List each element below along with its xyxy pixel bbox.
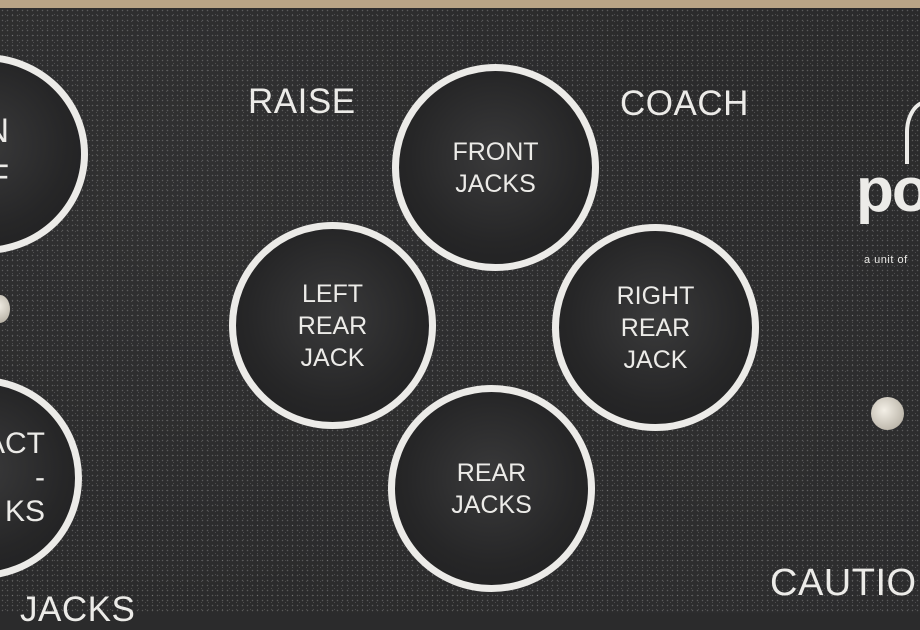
raise-label: RAISE: [248, 82, 356, 121]
front-jacks-button[interactable]: FRONT JACKS: [392, 64, 599, 271]
button-label: REAR: [620, 313, 691, 342]
jacks-label: JACKS: [20, 590, 136, 629]
brand-tagline: a unit of: [864, 254, 908, 266]
button-label: JACK: [623, 345, 688, 374]
button-label: KS: [4, 495, 45, 528]
button-label: RIGHT: [616, 281, 695, 310]
rear-jacks-button[interactable]: REAR JACKS: [388, 385, 595, 592]
brand-logo: po: [856, 156, 920, 225]
button-label: FRONT: [452, 137, 539, 166]
button-label: REAR: [456, 458, 527, 487]
indicator-led-right: [871, 397, 904, 430]
wall-background: [0, 0, 920, 9]
right-rear-jack-button[interactable]: RIGHT REAR JACK: [552, 224, 759, 431]
button-label: N: [0, 108, 9, 154]
button-label: JACKS: [455, 169, 536, 198]
button-label: F: [0, 154, 9, 200]
button-label: JACKS: [451, 490, 532, 519]
button-label: LEFT: [301, 279, 364, 308]
button-label: REAR: [297, 311, 368, 340]
coach-label: COACH: [620, 84, 749, 123]
button-label: JACK: [300, 343, 365, 372]
indicator-led-left: [0, 295, 10, 323]
caution-label: CAUTIO: [770, 562, 917, 604]
button-label: ACT: [0, 427, 45, 460]
left-rear-jack-button[interactable]: LEFT REAR JACK: [229, 222, 436, 429]
button-label: -: [35, 461, 45, 494]
